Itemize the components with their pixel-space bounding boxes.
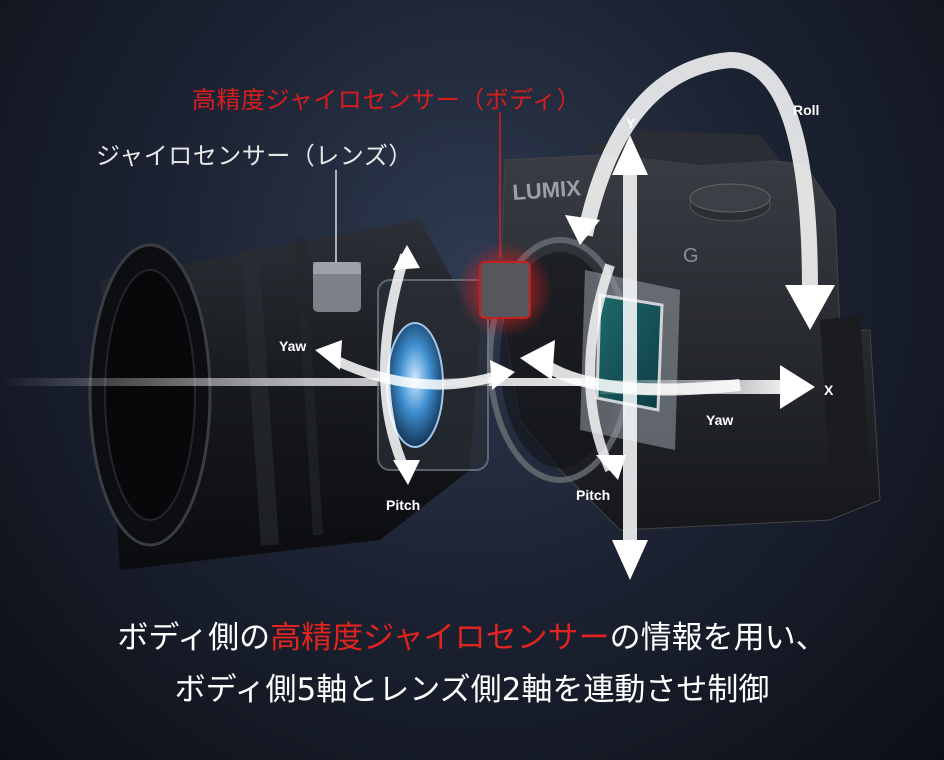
body-gyro-sensor (457, 112, 553, 338)
lens-yaw-label: Yaw (279, 338, 307, 354)
roll-arrow (565, 51, 835, 330)
y-axis-label: Y (626, 115, 636, 131)
y-axis-arrow (612, 135, 648, 580)
grip-mark: G (683, 245, 699, 267)
lens-pitch-arrow (380, 245, 420, 485)
camera-body: LUMIX G (487, 130, 881, 531)
caption-line-1: ボディ側の高精度ジャイロセンサーの情報を用い、 (0, 612, 944, 664)
lens-pitch-label: Pitch (386, 497, 421, 513)
caption-line-1-end: の情報を用い、 (609, 620, 827, 656)
x-axis-label: X (824, 382, 834, 398)
caption: ボディ側の高精度ジャイロセンサーの情報を用い、 ボディ側5軸とレンズ側2軸を連動… (0, 612, 944, 716)
lens-yaw-arrow (315, 340, 515, 390)
body-pitch-arrow (585, 263, 626, 480)
caption-line-1-start: ボディ側の (117, 620, 271, 656)
caption-line-2: ボディ側5軸とレンズ側2軸を連動させ制御 (174, 672, 770, 708)
body-yaw-arrow (520, 340, 741, 396)
body-gyro-sensor-label: 高精度ジャイロセンサー（ボディ） (192, 86, 582, 114)
caption-highlight: 高精度ジャイロセンサー (270, 620, 610, 656)
lens-gyro-sensor-label: ジャイロセンサー（レンズ） (96, 142, 413, 170)
stabilization-diagram: LUMIX G (0, 51, 881, 580)
optical-axis-beam (0, 378, 620, 386)
body-pitch-label: Pitch (576, 487, 611, 503)
roll-axis-label: Roll (793, 102, 820, 118)
body-yaw-label: Yaw (706, 412, 734, 428)
lens-gyro-sensor (313, 170, 361, 312)
camera-logo: LUMIX (512, 175, 582, 205)
